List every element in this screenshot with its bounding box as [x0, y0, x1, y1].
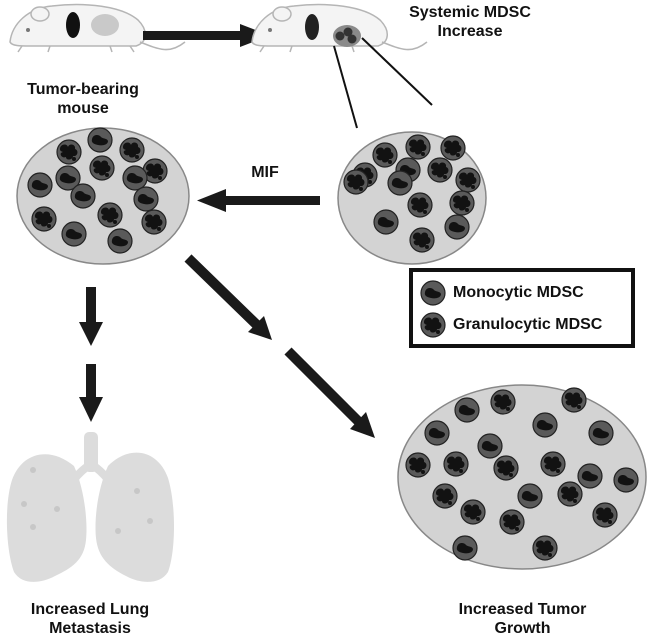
legend: Monocytic MDSC Granulocytic MDSC — [409, 268, 635, 348]
arrow-down-to-lung — [79, 287, 103, 422]
zoom-line-left — [333, 45, 358, 129]
lung-line-1: Increased Lung — [30, 601, 150, 618]
arrow-mouse-to-mouse — [143, 24, 270, 47]
tumor-mouse-line-1: Tumor-bearing — [27, 81, 139, 98]
legend-granulocytic-label: Granulocytic MDSC — [453, 316, 603, 333]
tumor-growth-label: Increased Tumor Growth — [440, 600, 605, 638]
arrow-diagonal-to-tumor — [184, 254, 375, 438]
left-tissue-circle — [16, 127, 190, 265]
mif-label: MIF — [251, 164, 279, 181]
legend-monocytic-label: Monocytic MDSC — [453, 284, 584, 301]
legend-row-monocytic: Monocytic MDSC — [419, 280, 584, 306]
tumor-growth-line-1: Increased Tumor — [458, 601, 587, 618]
tumor-circle — [397, 384, 647, 570]
legend-row-granulocytic: Granulocytic MDSC — [419, 312, 602, 338]
monocytic-cell-icon — [420, 280, 446, 306]
granulocytic-cell-icon — [420, 312, 446, 338]
tumor-bearing-mouse-label: Tumor-bearing mouse — [8, 80, 158, 118]
systemic-line-1: Systemic MDSC — [409, 4, 531, 21]
systemic-mouse-icon — [251, 3, 428, 53]
systemic-mdsc-label: Systemic MDSC Increase — [395, 3, 545, 41]
lung-metastasis-label: Increased Lung Metastasis — [15, 600, 165, 638]
right-tissue-circle — [337, 131, 487, 265]
tumor-mouse-line-2: mouse — [57, 100, 109, 117]
systemic-line-2: Increase — [437, 23, 503, 40]
zoom-line-right — [361, 37, 433, 106]
lung-icon — [6, 432, 174, 582]
lung-line-2: Metastasis — [49, 620, 131, 637]
mif-arrow — [197, 189, 320, 212]
tumor-growth-line-2: Growth — [494, 620, 551, 637]
tumor-bearing-mouse-icon — [9, 3, 186, 53]
